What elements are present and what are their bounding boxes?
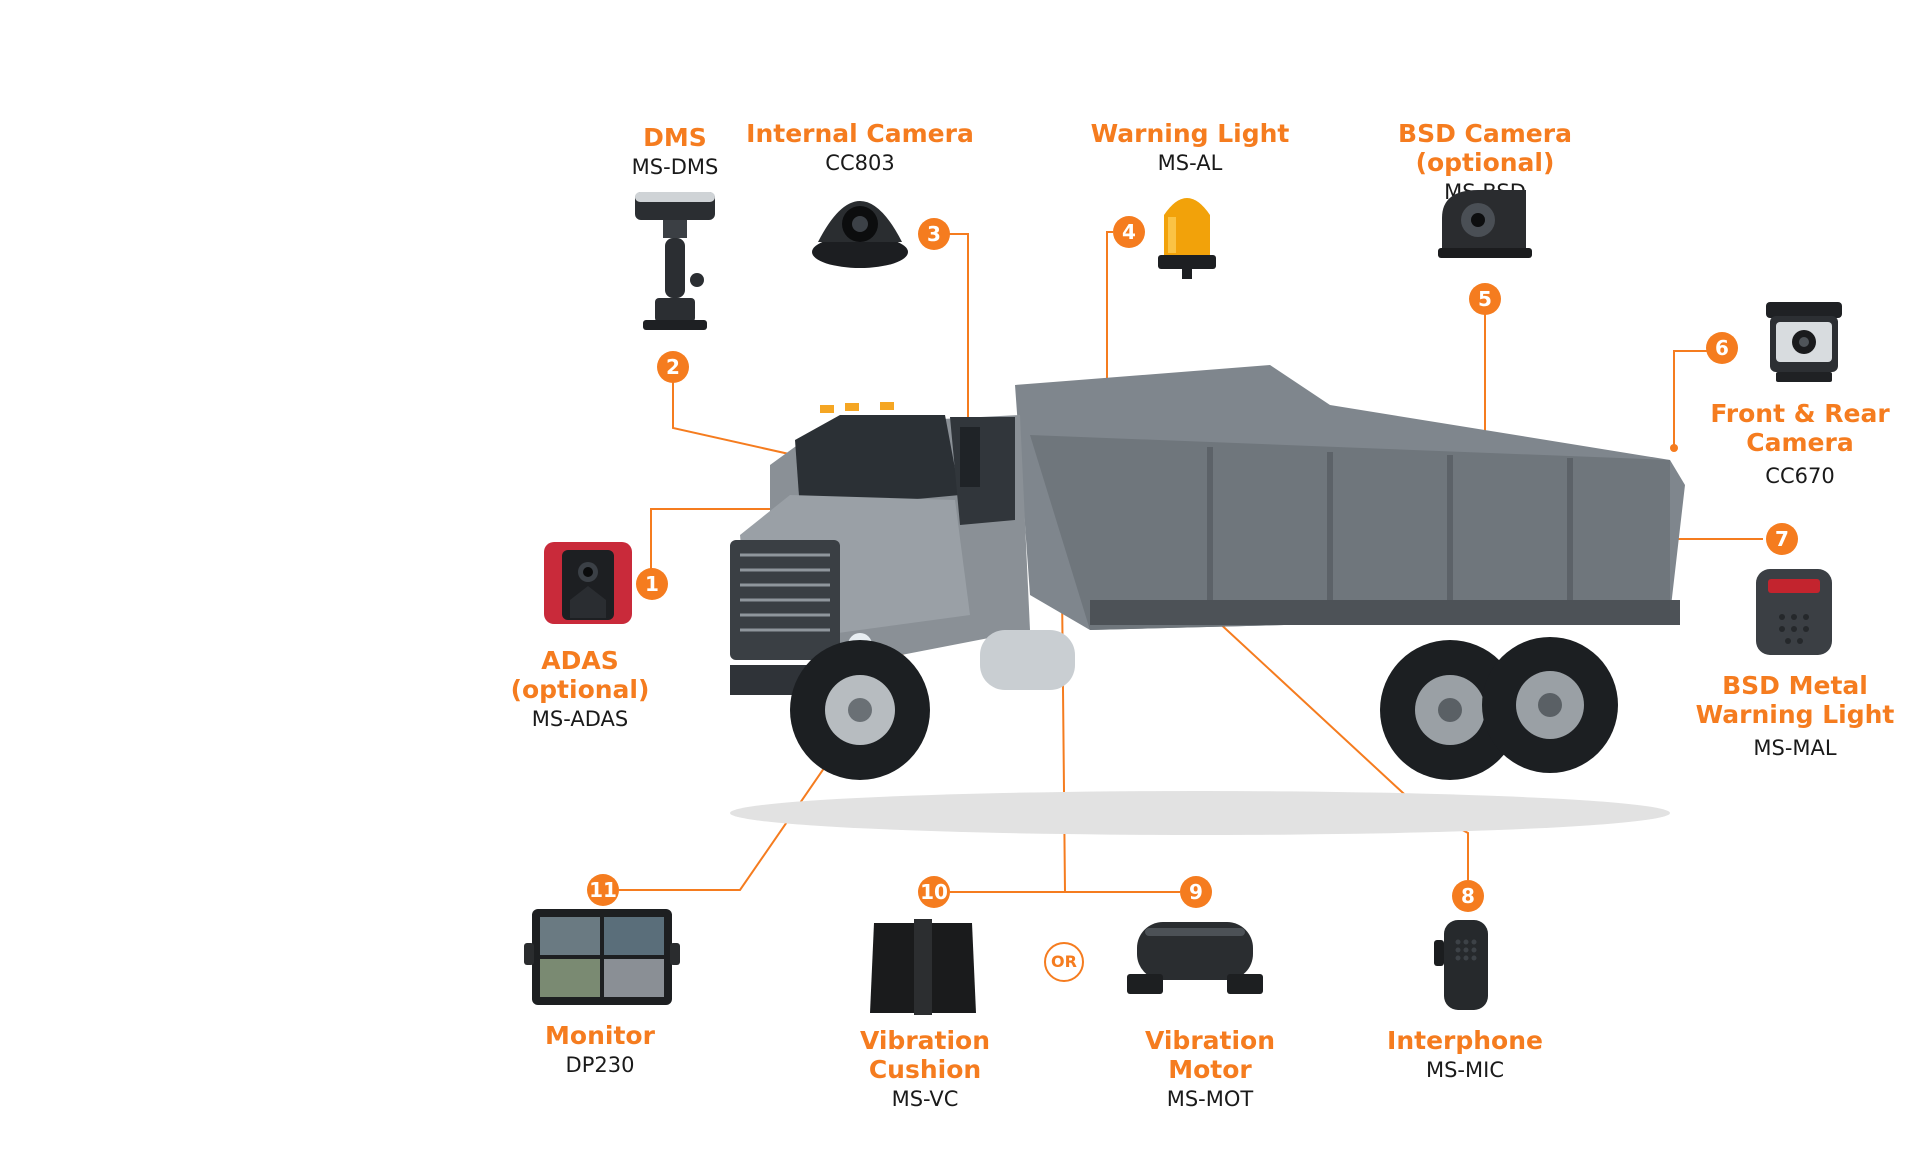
badge-10: 10 xyxy=(918,876,950,908)
device-title: BSD Metal Warning Light xyxy=(1695,671,1895,729)
device-model: CC803 xyxy=(825,150,895,175)
badge-7: 7 xyxy=(1766,523,1798,555)
device-label-vibration-motor: Vibration Motor MS-MOT xyxy=(1100,1026,1320,1111)
device-title: Monitor xyxy=(545,1021,655,1050)
device-label-internal-camera: Internal Camera CC803 xyxy=(745,119,975,175)
device-label-warning-light: Warning Light MS-AL xyxy=(1090,119,1290,175)
device-model: MS-AL xyxy=(1157,150,1223,175)
device-label-front-rear-camera: Front & Rear Camera CC670 xyxy=(1700,399,1900,488)
device-title: Warning Light xyxy=(1090,119,1290,148)
badge-9: 9 xyxy=(1180,876,1212,908)
device-model: MS-MAL xyxy=(1753,735,1837,760)
badge-11: 11 xyxy=(587,874,619,906)
dms-camera-icon xyxy=(635,192,715,330)
adas-camera-icon xyxy=(544,542,632,624)
device-model: MS-ADAS xyxy=(531,706,629,731)
badge-4: 4 xyxy=(1113,216,1145,248)
rear-camera-icon xyxy=(1766,302,1842,382)
device-label-adas: ADAS (optional) MS-ADAS xyxy=(470,646,690,731)
device-title: Vibration Cushion xyxy=(859,1026,991,1084)
device-label-vibration-cushion: Vibration Cushion MS-VC xyxy=(810,1026,1040,1111)
badge-2: 2 xyxy=(657,351,689,383)
dump-truck-icon xyxy=(730,365,1685,835)
badge-8: 8 xyxy=(1452,880,1484,912)
quad-monitor-icon xyxy=(524,909,680,1005)
device-title: Front & Rear Camera xyxy=(1710,399,1890,457)
badge-5: 5 xyxy=(1469,283,1501,315)
device-model: MS-MIC xyxy=(1425,1057,1504,1082)
device-label-interphone: Interphone MS-MIC xyxy=(1365,1026,1565,1082)
device-model: MS-MOT xyxy=(1166,1086,1254,1111)
device-title: Interphone xyxy=(1387,1026,1543,1055)
device-label-dms: DMS MS-DMS xyxy=(600,123,750,179)
device-label-monitor: Monitor DP230 xyxy=(500,1021,700,1077)
side-camera-icon xyxy=(1438,190,1532,258)
dome-camera-icon xyxy=(812,201,908,268)
badge-6: 6 xyxy=(1706,332,1738,364)
device-title: DMS xyxy=(643,123,707,152)
handheld-mic-icon xyxy=(1434,920,1488,1010)
device-title: BSD Camera (optional) xyxy=(1398,119,1572,177)
device-model: MS-VC xyxy=(891,1086,959,1111)
device-model: CC670 xyxy=(1765,463,1835,488)
device-model: DP230 xyxy=(565,1052,635,1077)
or-indicator: OR xyxy=(1044,942,1084,982)
wire-4 xyxy=(1106,231,1113,425)
amber-beacon-icon xyxy=(1158,198,1216,279)
vibration-motor-icon xyxy=(1127,922,1263,994)
device-model: MS-DMS xyxy=(631,154,719,179)
badge-1: 1 xyxy=(636,568,668,600)
wire-6 xyxy=(1673,350,1714,448)
warning-light-box-icon xyxy=(1756,569,1832,655)
device-label-bsd-metal-warning-light: BSD Metal Warning Light MS-MAL xyxy=(1680,671,1910,760)
device-title: Vibration Motor xyxy=(1144,1026,1276,1084)
badge-3: 3 xyxy=(918,218,950,250)
device-title: ADAS (optional) xyxy=(510,646,650,704)
vibration-cushion-icon xyxy=(870,919,976,1015)
device-title: Internal Camera xyxy=(746,119,974,148)
